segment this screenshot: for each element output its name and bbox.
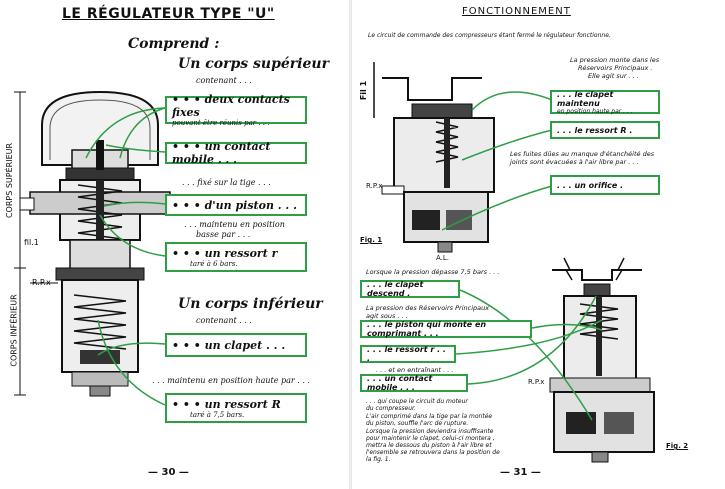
- fig1-rp-label: R.P.x: [366, 182, 383, 190]
- box-contact-mobile: • • • un contact mobile . . .: [165, 140, 307, 166]
- box-deux-contacts-fixes-sub: pouvant être réunis par . . .: [172, 119, 270, 127]
- right-page: FONCTIONNEMENT Le circuit de commande de…: [352, 0, 725, 489]
- box-orifice: . . . un orifice .: [550, 175, 660, 195]
- fuites-line-1: Les fuites dûes au manque d'étanchéité d…: [510, 150, 655, 158]
- box-contact-mobile-right-label: . . . un contact mobile . . .: [367, 374, 433, 392]
- fixe-tige-label: . . . fixé sur la tige . . .: [182, 178, 271, 187]
- pression-agit-line-2: agit sous . . .: [366, 312, 408, 320]
- corps-superieur-side-label: CORPS SUPÉRIEUR: [5, 142, 15, 219]
- box-clapet-label: • • • un clapet . . .: [172, 338, 286, 352]
- fuites-line-2: joints sont évacuées à l'air libre par .…: [510, 158, 639, 166]
- para-line-6: pour maintenir le clapet, celui-ci monte…: [366, 435, 495, 442]
- corps-inferieur-heading: Un corps inférieur: [178, 296, 323, 312]
- box-clapet: • • • un clapet . . .: [165, 333, 307, 357]
- para-line-7: mettra le dessous du piston à l'air libr…: [366, 442, 492, 449]
- box-ressort-R-right-label: . . . le ressort R .: [557, 125, 633, 135]
- contenant-label-2: contenant . . .: [196, 316, 252, 325]
- box-clapet-descend: . . . le clapet descend .: [360, 280, 460, 298]
- box-ressort-r-sub: taré à 6 bars.: [190, 259, 238, 268]
- box-ressort-r-right: . . . le ressort r . . .: [360, 345, 456, 363]
- para-line-2: du compresseur.: [366, 405, 416, 412]
- para-line-9: la fig. 1.: [366, 456, 391, 463]
- box-clapet-descend-label: . . . le clapet descend .: [367, 280, 424, 298]
- box-ressort-R-right: . . . le ressort R .: [550, 121, 660, 139]
- intro-text: Le circuit de commande des compresseurs …: [368, 32, 611, 39]
- fil-label: fil.1: [24, 238, 39, 247]
- regulator-figures-drawing: [373, 62, 655, 463]
- para-line-4: du piston, souffle l'arc de rupture.: [366, 420, 469, 427]
- pression-monte-line-1: La pression monte dans les: [570, 56, 660, 64]
- para-line-5: Lorsque la pression deviendra insuffisan…: [366, 428, 494, 435]
- box-ressort-R-label: • • • un ressort R: [172, 397, 281, 411]
- pression-monte-line-2: Réservoirs Principaux .: [578, 64, 653, 72]
- left-page-title: LE RÉGULATEUR TYPE "U": [62, 6, 275, 22]
- entrainant-text: . . . et en entraînant . . .: [376, 366, 454, 374]
- regulator-cross-section-drawing: [14, 90, 181, 406]
- para-line-1: . . . qui coupe le circuit du moteur: [366, 398, 468, 405]
- maintenu-haute-label: . . . maintenu en position haute par . .…: [152, 376, 310, 385]
- corps-superieur-heading: Un corps supérieur: [178, 56, 329, 72]
- corps-inferieur-side-label: CORPS INFÉRIEUR: [9, 294, 19, 367]
- box-ressort-r-right-label: . . . le ressort r . . .: [367, 345, 446, 363]
- fig2-rp-label: R.P.x: [528, 378, 545, 386]
- box-ressort-r: • • • un ressort r taré à 6 bars.: [165, 242, 307, 272]
- gutter: [349, 0, 352, 489]
- box-ressort-R-sub: taré à 7,5 bars.: [190, 410, 245, 419]
- box-clapet-maintenu: . . . le clapet maintenu en position hau…: [550, 89, 660, 115]
- pression-agit-line-1: La pression des Réservoirs Principaux: [366, 304, 490, 312]
- box-clapet-maintenu-label: . . . le clapet maintenu: [557, 89, 614, 108]
- fig1-caption: Fig. 1: [360, 236, 383, 244]
- depasse-text: Lorsque la pression dépasse 7,5 bars . .…: [366, 268, 500, 276]
- contenant-label-1: contenant . . .: [196, 76, 252, 85]
- box-deux-contacts-fixes: • • • deux contacts fixes pouvant être r…: [165, 93, 307, 127]
- para-line-8: l'ensemble se retrouvera dans la positio…: [366, 449, 500, 456]
- fig1-fil-label: Fil 1: [359, 80, 369, 101]
- box-contact-mobile-label: • • • un contact mobile . . .: [172, 140, 271, 166]
- left-page-number: — 30 —: [148, 467, 189, 478]
- rp-label: R.P.x: [32, 278, 51, 287]
- box-piston-label: • • • d'un piston . . .: [172, 198, 297, 212]
- maintenu-label-2: basse par . . .: [196, 230, 251, 239]
- box-piston: • • • d'un piston . . .: [165, 194, 307, 216]
- fig2-caption: Fig. 2: [666, 442, 689, 450]
- fig1-al-label: A.L.: [436, 254, 450, 262]
- box-ressort-R: • • • un ressort R taré à 7,5 bars.: [165, 393, 307, 423]
- right-page-number: — 31 —: [500, 467, 541, 478]
- box-deux-contacts-fixes-label: • • • deux contacts fixes: [172, 93, 290, 119]
- left-page: LE RÉGULATEUR TYPE "U" Comprend : Un cor…: [0, 0, 350, 489]
- box-piston-comprimant: . . . le piston qui monte en comprimant …: [360, 320, 532, 338]
- box-orifice-label: . . . un orifice .: [557, 180, 624, 190]
- pression-monte-line-3: Elle agit sur . . .: [588, 72, 639, 80]
- right-page-title: FONCTIONNEMENT: [462, 6, 571, 17]
- box-piston-comprimant-label: . . . le piston qui monte en comprimant …: [367, 320, 487, 338]
- box-clapet-maintenu-sub: en position haute par . . .: [557, 107, 633, 115]
- box-contact-mobile-right: . . . un contact mobile . . .: [360, 374, 468, 392]
- box-ressort-r-label: • • • un ressort r: [172, 246, 278, 260]
- para-line-3: L'air comprimé dans la tige par la monté…: [366, 413, 493, 420]
- maintenu-label-1: . . . maintenu en position: [184, 220, 285, 229]
- comprend-heading: Comprend :: [128, 36, 220, 52]
